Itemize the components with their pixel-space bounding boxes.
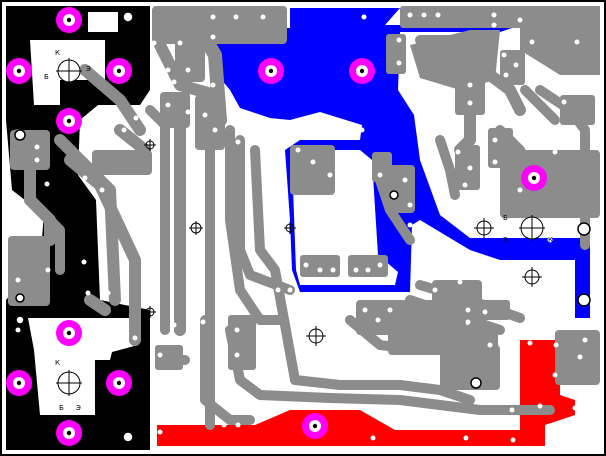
large-drills [14, 11, 591, 443]
collector-label: К [55, 49, 60, 57]
pad [56, 320, 82, 346]
crosshair-icon [522, 267, 542, 287]
collector-label: К [55, 359, 60, 367]
pad [6, 58, 32, 84]
crosshair-icon [144, 139, 156, 151]
transistor-labels: К Б Э К Б Э Б Э К [44, 49, 553, 412]
red-pour [157, 340, 575, 446]
ground-pour-clearance [88, 12, 118, 32]
transistor-holes [56, 58, 545, 396]
pad [521, 165, 547, 191]
ground-pour-clearance [28, 318, 138, 415]
pad [106, 370, 132, 396]
emitter-label: Э [503, 236, 508, 244]
emitter-label: Э [86, 65, 91, 73]
pad [258, 58, 284, 84]
via-drills [15, 12, 588, 443]
crosshair-icon [474, 218, 494, 238]
pad [56, 108, 82, 134]
pad [6, 370, 32, 396]
magenta-pads [6, 7, 547, 446]
mounting-hole-icon [56, 58, 82, 84]
pad [349, 58, 375, 84]
pad [56, 7, 82, 33]
collector-label: К [548, 236, 553, 244]
crosshair-marks [144, 139, 542, 346]
pad [106, 58, 132, 84]
base-label: Б [503, 214, 508, 222]
mounting-hole-icon [519, 215, 545, 241]
crosshair-icon [306, 326, 326, 346]
emitter-label: Э [76, 404, 81, 412]
base-label: Б [59, 404, 64, 412]
crosshair-icon [189, 221, 203, 235]
base-label: Б [44, 73, 49, 81]
pad [302, 413, 328, 439]
mounting-hole-icon [56, 370, 82, 396]
crosshair-icon [284, 222, 296, 234]
pad [56, 420, 82, 446]
crosshair-icon [144, 306, 156, 318]
